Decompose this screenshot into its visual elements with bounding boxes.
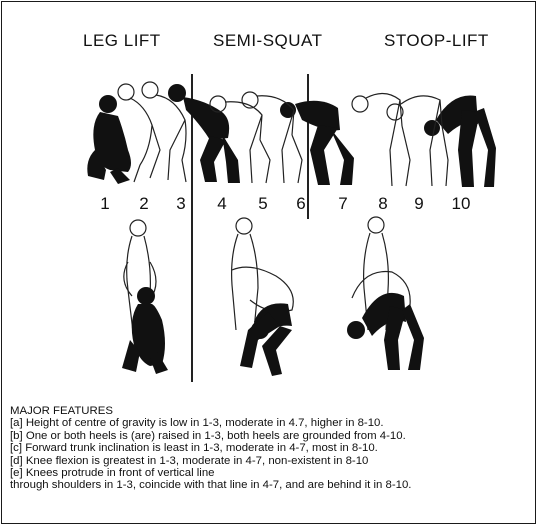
figure-10-silhouette: [424, 96, 496, 188]
figure-9-outline: [387, 96, 448, 186]
figure-number-3: 3: [171, 194, 191, 214]
figure-1-silhouette: [87, 95, 131, 184]
feature-line-e: [e] Knees protrude in front of vertical …: [10, 467, 411, 479]
figure-number-4: 4: [212, 194, 232, 214]
figure-number-10: 10: [451, 194, 471, 214]
feature-line-d: [d] Knee flexion is greatest in 1-3, mod…: [10, 455, 411, 467]
figure-number-1: 1: [95, 194, 115, 214]
major-features-block: MAJOR FEATURES [a] Height of centre of g…: [10, 405, 411, 492]
figure-number-6: 6: [291, 194, 311, 214]
feature-line-a: [a] Height of centre of gravity is low i…: [10, 417, 411, 429]
figure-number-5: 5: [253, 194, 273, 214]
figure-number-7: 7: [333, 194, 353, 214]
bottom-middle-silhouette: [240, 303, 292, 376]
figure-7-silhouette: [280, 101, 354, 185]
figure-number-9: 9: [409, 194, 429, 214]
figure-number-8: 8: [373, 194, 393, 214]
feature-line-b: [b] One or both heels is (are) raised in…: [10, 430, 411, 442]
bottom-right-silhouette: [347, 293, 424, 370]
features-title: MAJOR FEATURES: [10, 405, 411, 417]
feature-line-e-continued: through shoulders in 1-3, coincide with …: [10, 479, 411, 491]
feature-line-c: [c] Forward trunk inclination is least i…: [10, 442, 411, 454]
figure-number-2: 2: [134, 194, 154, 214]
